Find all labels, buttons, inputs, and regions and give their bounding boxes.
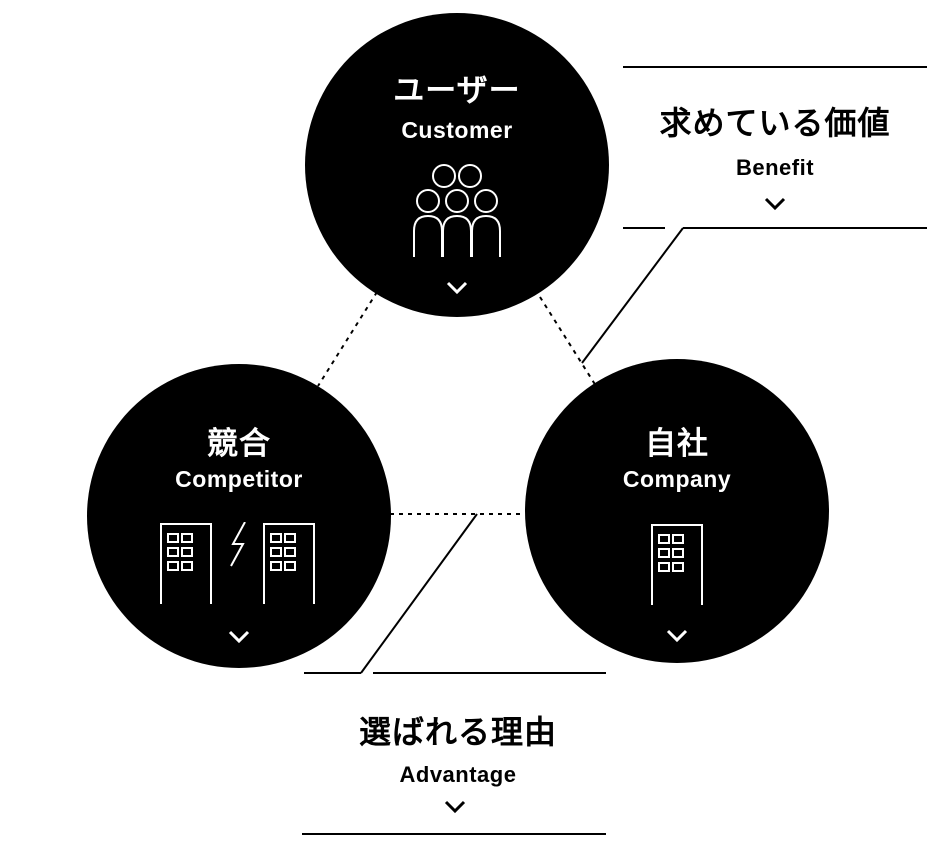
- people-group-icon: [413, 164, 501, 257]
- advantage-title: 選ばれる理由: [358, 713, 557, 751]
- advantage-subtitle: Advantage: [399, 762, 517, 787]
- company-title: 自社: [645, 426, 709, 462]
- benefit-chevron-down-icon[interactable]: [764, 197, 786, 211]
- dashed-link-customer-competitor: [317, 291, 378, 387]
- competing-buildings-icon: [160, 522, 315, 604]
- building-icon: [651, 524, 703, 605]
- customer-subtitle: Customer: [401, 117, 513, 143]
- competitor-subtitle: Competitor: [175, 466, 303, 492]
- advantage-leader-line: [360, 513, 478, 674]
- competitor-chevron-down-icon[interactable]: [228, 630, 250, 644]
- competitor-node[interactable]: 競合 Competitor: [87, 364, 391, 668]
- customer-title: ユーザー: [393, 73, 521, 109]
- company-chevron-down-icon[interactable]: [666, 629, 688, 643]
- customer-node[interactable]: ユーザー Customer: [305, 13, 609, 317]
- company-node[interactable]: 自社 Company: [525, 359, 829, 663]
- benefit-subtitle: Benefit: [735, 155, 815, 180]
- benefit-title: 求めている価値: [659, 104, 891, 142]
- benefit-leader-line: [581, 227, 684, 364]
- advantage-chevron-down-icon[interactable]: [444, 800, 466, 814]
- dashed-link-customer-company: [539, 296, 597, 387]
- company-subtitle: Company: [622, 466, 732, 492]
- customer-chevron-down-icon[interactable]: [446, 281, 468, 295]
- advantage-label[interactable]: 選ばれる理由 Advantage: [306, 674, 610, 832]
- competitor-title: 競合: [207, 426, 271, 462]
- benefit-label[interactable]: 求めている価値 Benefit: [623, 68, 927, 226]
